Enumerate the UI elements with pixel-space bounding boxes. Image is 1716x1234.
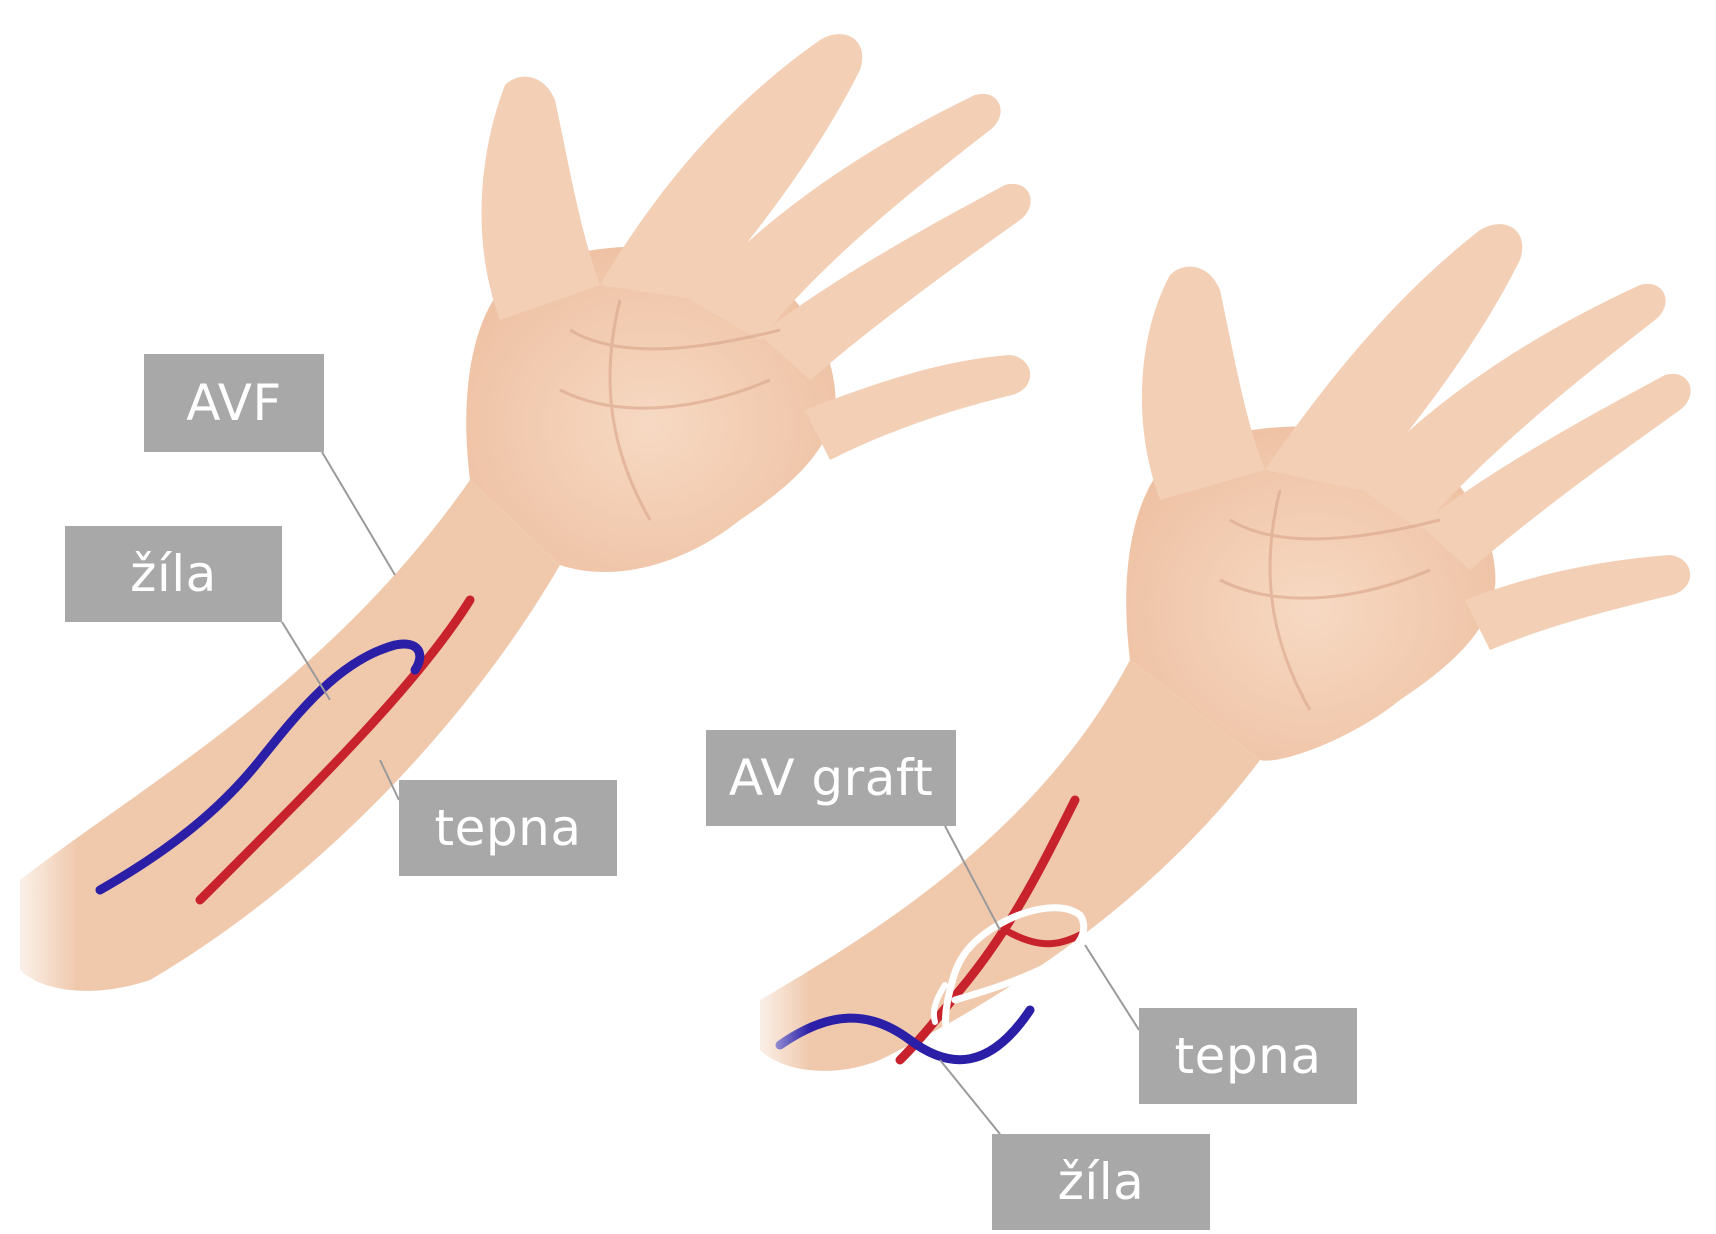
label-avf: AVF (144, 354, 324, 452)
left-hand (466, 34, 1030, 572)
label-artery-right: tepna (1139, 1008, 1357, 1104)
label-vein-left: žíla (65, 526, 282, 622)
label-artery-left: tepna (399, 780, 617, 876)
leader-tepna-right (1085, 945, 1139, 1030)
label-av-graft: AV graft (706, 730, 956, 826)
leader-avf (322, 452, 395, 575)
right-hand (1126, 224, 1690, 761)
label-vein-right: žíla (992, 1134, 1210, 1230)
right-arm (740, 224, 1691, 1120)
leader-zila-right (940, 1060, 1000, 1134)
